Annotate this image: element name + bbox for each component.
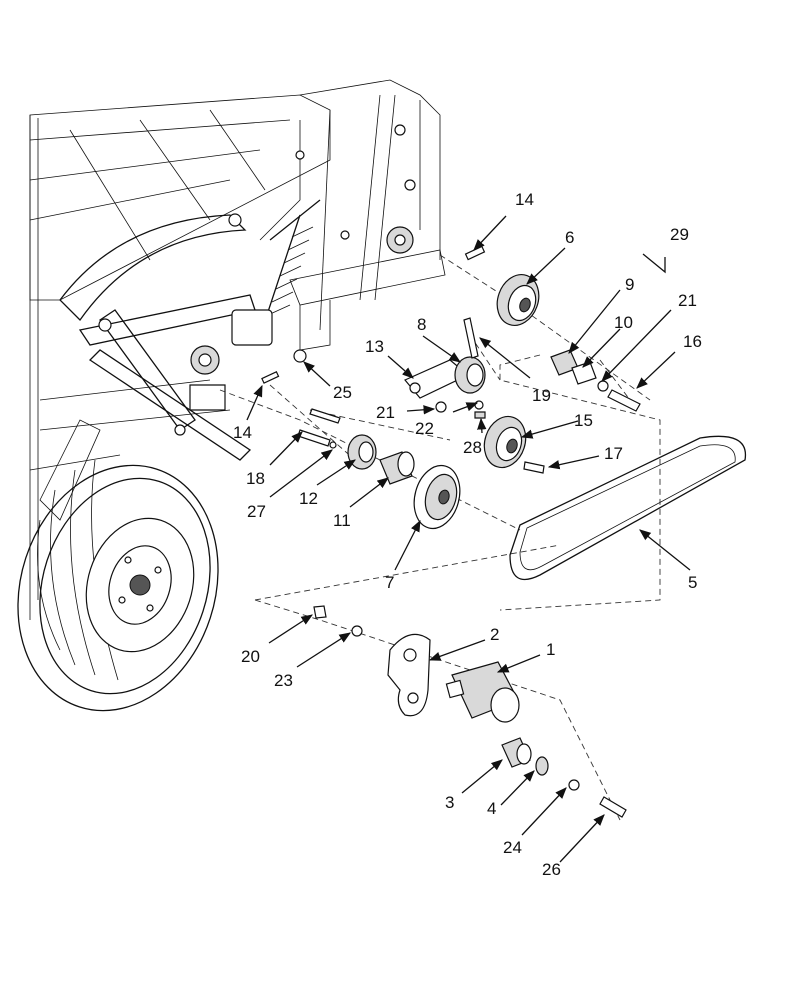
pulley-7	[413, 464, 461, 530]
pulley-6	[496, 274, 540, 326]
callout-20: 20	[241, 647, 260, 666]
callout-6: 6	[565, 228, 574, 247]
callout-1: 1	[546, 640, 555, 659]
callout-18: 18	[246, 469, 265, 488]
callout-11: 11	[333, 511, 351, 530]
callout-16: 16	[683, 332, 702, 351]
callout-9: 9	[625, 275, 634, 294]
motor-1	[445, 661, 520, 723]
machine-frame	[17, 79, 446, 712]
callout-19: 19	[532, 386, 551, 405]
callout-22: 22	[415, 419, 434, 438]
callout-12: 12	[299, 489, 318, 508]
callout-2: 2	[490, 625, 499, 644]
callout-17: 17	[604, 444, 623, 463]
callout-15: 15	[574, 411, 593, 430]
callout-24: 24	[503, 838, 522, 857]
callout-14: 14	[515, 190, 534, 209]
callout-26: 26	[542, 860, 561, 879]
callout-3: 3	[445, 793, 454, 812]
callout-labels: 14 6 29 9 21 8 10 16 13 19 25 21 22 15 1…	[233, 190, 702, 879]
callout-13: 13	[365, 337, 384, 356]
callout-28: 28	[463, 438, 482, 457]
callout-27: 27	[247, 502, 266, 521]
callout-23: 23	[274, 671, 293, 690]
callout-14: 14	[233, 423, 252, 442]
callout-5: 5	[688, 573, 697, 592]
callout-8: 8	[417, 315, 426, 334]
drive-parts	[261, 245, 747, 818]
callout-7: 7	[385, 573, 394, 592]
assembly-centerlines	[219, 254, 661, 821]
callout-25: 25	[333, 383, 352, 402]
callout-21: 21	[376, 403, 395, 422]
callout-4: 4	[487, 799, 496, 818]
callout-10: 10	[614, 313, 633, 332]
idler-arm-13	[404, 356, 486, 399]
callout-leaders	[246, 215, 691, 863]
pulley-15	[483, 415, 527, 469]
callout-29: 29	[670, 225, 689, 244]
callout-21: 21	[678, 291, 697, 310]
